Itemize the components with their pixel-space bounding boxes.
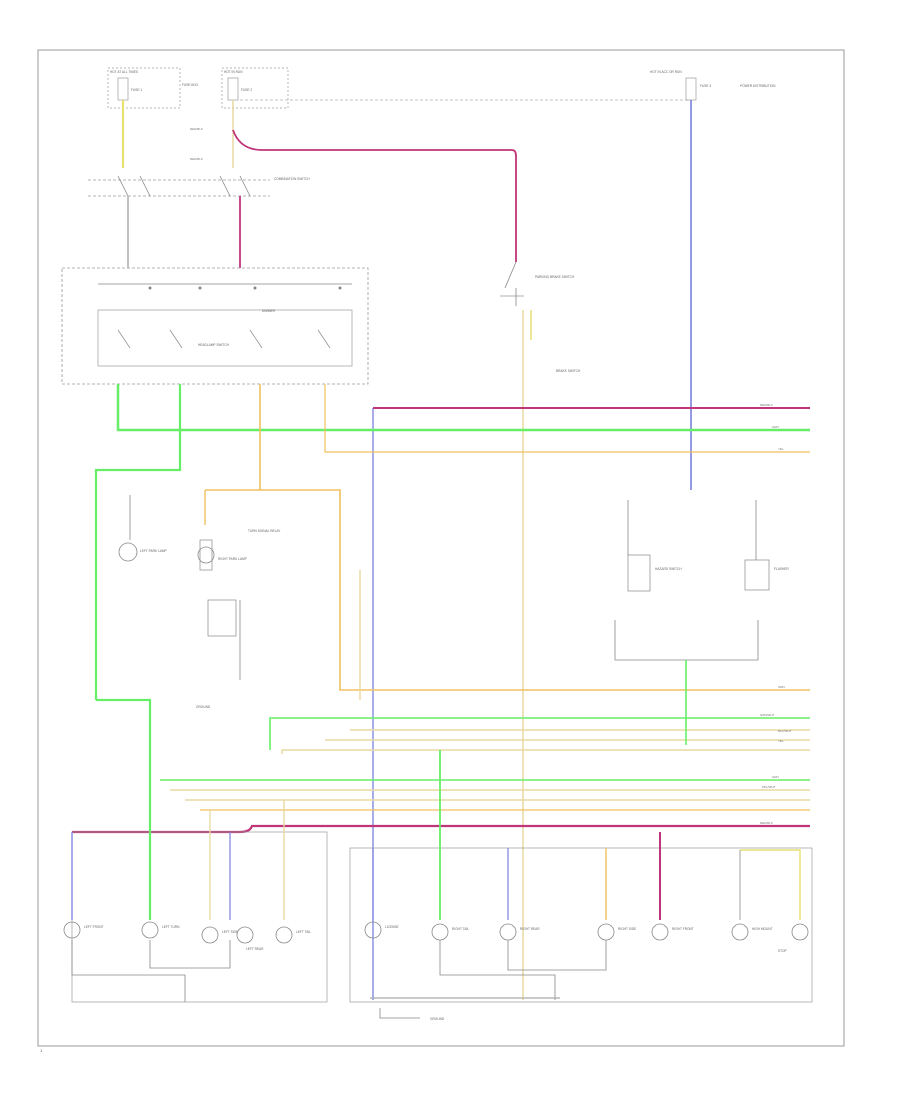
svg-text:RIGHT SIDE: RIGHT SIDE <box>618 927 636 931</box>
svg-text:PARKING BRAKE SWITCH: PARKING BRAKE SWITCH <box>535 275 575 279</box>
diagram-border <box>37 49 845 1047</box>
svg-text:YEL: YEL <box>778 447 784 451</box>
svg-text:PPL/WHT: PPL/WHT <box>762 785 776 789</box>
svg-text:RED/BLK: RED/BLK <box>760 403 773 407</box>
svg-text:FUSE 1: FUSE 1 <box>131 88 142 92</box>
svg-text:YEL: YEL <box>778 739 784 743</box>
right-park-lamp: RIGHT PARK LAMP <box>197 546 247 564</box>
svg-text:LICENSE: LICENSE <box>385 925 399 929</box>
svg-text:BRAKE SWITCH: BRAKE SWITCH <box>556 369 581 373</box>
svg-text:RIGHT TAIL: RIGHT TAIL <box>452 927 469 931</box>
svg-text:HOT IN ACC OR RUN: HOT IN ACC OR RUN <box>650 70 682 74</box>
svg-text:HOT IN RUN: HOT IN RUN <box>224 70 243 74</box>
svg-text:HEADLAMP SWITCH: HEADLAMP SWITCH <box>198 343 230 347</box>
svg-text:LEFT SIDE: LEFT SIDE <box>222 930 238 934</box>
lamp-9: RIGHT SIDE <box>597 923 636 941</box>
lamp-2: LEFT TURN <box>141 921 180 939</box>
fuse-block-middle: HOT IN RUN FUSE 2 <box>221 67 289 109</box>
svg-text:HIGH MOUNT: HIGH MOUNT <box>752 927 773 931</box>
lamp-6: LICENSE <box>364 921 399 939</box>
page-number: 1 <box>40 1048 43 1053</box>
lamp-7: RIGHT TAIL <box>431 923 469 941</box>
headlamp-switch: HEADLAMP SWITCH DIMMER <box>61 267 369 385</box>
svg-text:LEFT TAIL: LEFT TAIL <box>296 930 311 934</box>
parking-brake-switch: PARKING BRAKE SWITCH BRAKE SWITCH <box>500 261 581 373</box>
svg-text:POWER DISTRIBUTION: POWER DISTRIBUTION <box>740 84 776 88</box>
svg-text:BLK/WHT: BLK/WHT <box>778 729 792 733</box>
svg-text:DIMMER: DIMMER <box>262 309 276 313</box>
svg-text:GROUND: GROUND <box>196 705 211 709</box>
svg-text:RED/BLK: RED/BLK <box>190 127 203 131</box>
svg-text:FUSE 3: FUSE 3 <box>700 84 711 88</box>
svg-text:GRN: GRN <box>772 775 779 779</box>
hazard-switch: HAZARD SWITCH <box>627 554 682 592</box>
svg-text:COMBINATION SWITCH: COMBINATION SWITCH <box>274 177 310 181</box>
svg-text:RED/BLK: RED/BLK <box>190 157 203 161</box>
lamp-row-right <box>349 847 813 1003</box>
lamp-row-left <box>71 831 328 1003</box>
svg-text:FUSE 2: FUSE 2 <box>241 88 252 92</box>
svg-text:LEFT REAR: LEFT REAR <box>246 947 264 951</box>
svg-text:GROUND: GROUND <box>430 1017 445 1021</box>
svg-text:GRN/WHT: GRN/WHT <box>760 713 774 717</box>
svg-text:RIGHT PARK LAMP: RIGHT PARK LAMP <box>218 557 247 561</box>
fuse-block-left: HOT AT ALL TIMES FUSE 1 FUSE BOX <box>107 67 199 109</box>
svg-text:RIGHT REAR: RIGHT REAR <box>520 927 540 931</box>
svg-text:FLASHER: FLASHER <box>774 567 789 571</box>
turn-signal-relay: TURN SIGNAL RELAY GROUND <box>196 529 281 709</box>
lamp-4: LEFT REAR <box>236 926 264 951</box>
svg-text:TURN SIGNAL RELAY: TURN SIGNAL RELAY <box>248 529 281 533</box>
lamp-10: RIGHT FRONT <box>651 923 694 941</box>
flasher: FLASHER <box>744 559 789 591</box>
svg-text:FUSE BOX: FUSE BOX <box>182 83 199 87</box>
lamp-1: LEFT FRONT <box>63 921 104 939</box>
svg-text:LEFT FRONT: LEFT FRONT <box>84 925 104 929</box>
svg-text:STOP: STOP <box>778 949 787 953</box>
lamp-5: LEFT TAIL <box>275 926 311 944</box>
lamp-12: STOP <box>778 923 809 953</box>
left-park-lamp: LEFT PARK LAMP <box>118 542 167 562</box>
svg-text:HAZARD SWITCH: HAZARD SWITCH <box>655 567 682 571</box>
svg-text:LEFT PARK LAMP: LEFT PARK LAMP <box>140 549 167 553</box>
svg-text:GRN: GRN <box>772 425 779 429</box>
svg-text:ORN: ORN <box>778 685 785 689</box>
svg-text:HOT AT ALL TIMES: HOT AT ALL TIMES <box>110 70 138 74</box>
svg-text:RIGHT FRONT: RIGHT FRONT <box>672 927 694 931</box>
lamp-11: HIGH MOUNT <box>731 923 773 941</box>
lamp-8: RIGHT REAR <box>499 923 540 941</box>
fuse-block-right: HOT IN ACC OR RUN FUSE 3 POWER DISTRIBUT… <box>240 70 776 101</box>
svg-text:RED/BLK: RED/BLK <box>760 821 773 825</box>
svg-text:LEFT TURN: LEFT TURN <box>162 925 180 929</box>
lamp-3: LEFT SIDE <box>201 926 238 944</box>
combination-switch: COMBINATION SWITCH <box>88 175 310 197</box>
